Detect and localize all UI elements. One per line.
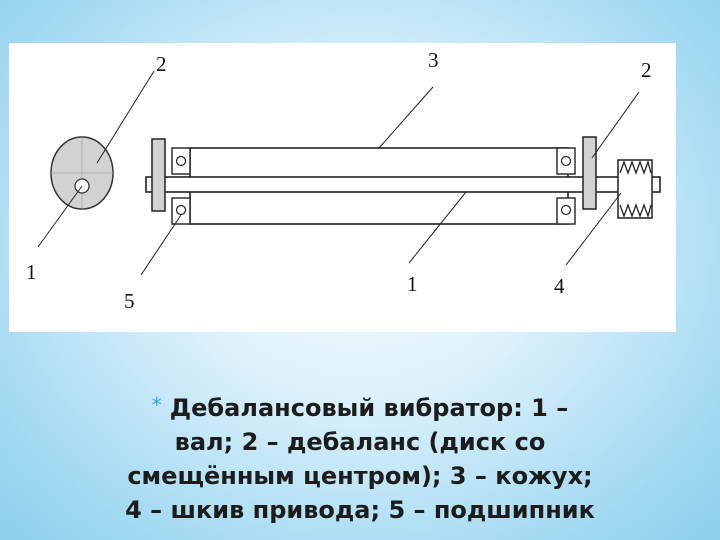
unbalance-plate-left: [151, 138, 166, 212]
bearing-left-top-ball: [175, 155, 187, 167]
vibrator-diagram: 2 1 3 2 1 5 4: [9, 43, 676, 332]
bearing-right-top-ball: [560, 155, 572, 167]
label-shaft: 1: [407, 272, 418, 296]
bearing-right-bottom-ball: [560, 204, 572, 216]
leader-disk-unbalance: [96, 70, 155, 164]
drive-pulley: [617, 159, 653, 219]
label-housing: 3: [428, 48, 439, 72]
shaft: [145, 176, 661, 193]
caption-text: Дебалансовый вибратор: 1 – вал; 2 – деба…: [125, 394, 595, 524]
unbalance-plate-right: [582, 136, 597, 210]
leader-pulley: [565, 192, 622, 266]
label-right-unbalance: 2: [641, 58, 652, 82]
label-bearing: 5: [124, 289, 135, 313]
label-disk-unbalance: 2: [156, 52, 167, 76]
leader-right-unbalance: [591, 91, 640, 159]
leader-bearing: [140, 214, 182, 276]
leader-shaft: [408, 191, 467, 264]
diagram-svg: 2 1 3 2 1 5 4: [26, 48, 661, 313]
label-disk-shaft: 1: [26, 260, 37, 284]
leader-housing: [378, 86, 434, 149]
star-bullet-icon: *: [151, 393, 162, 417]
caption: *Дебалансовый вибратор: 1 – вал; 2 – деб…: [120, 388, 600, 527]
label-pulley: 4: [554, 274, 565, 298]
bearing-left-bottom-ball: [175, 204, 187, 216]
leader-disk-shaft: [37, 185, 83, 248]
